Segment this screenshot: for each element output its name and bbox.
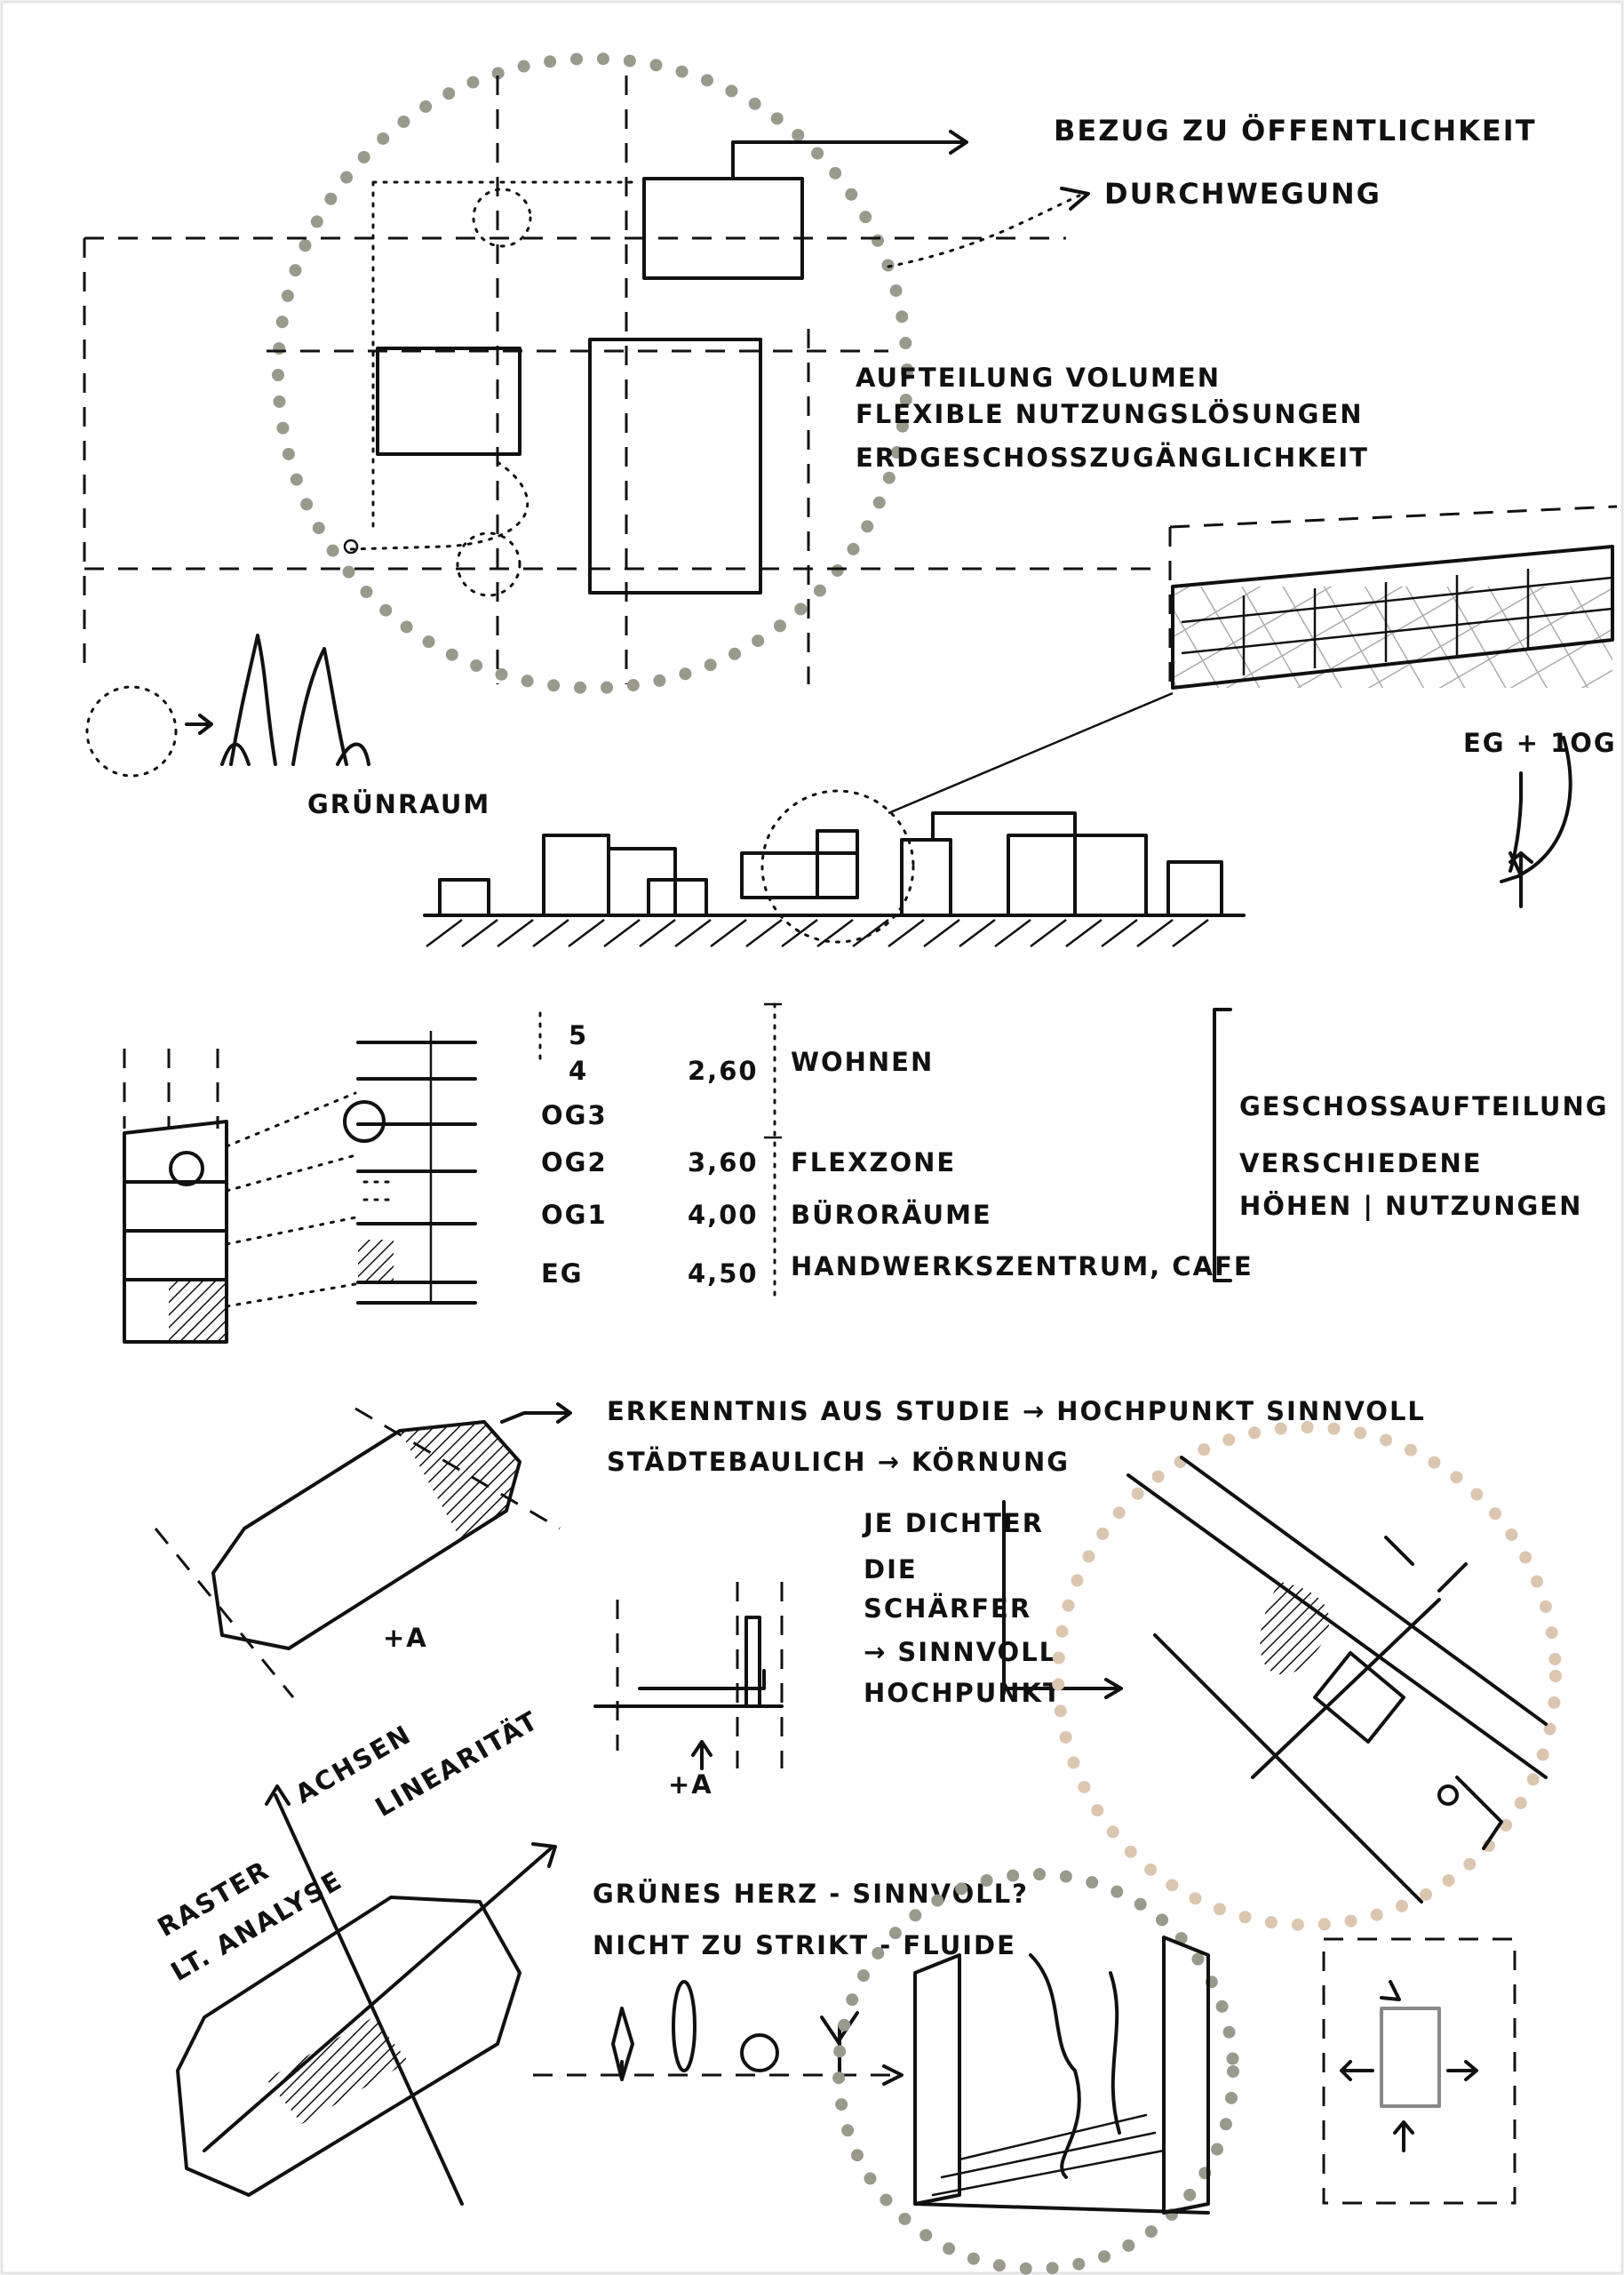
- svg-text:2,60: 2,60: [688, 1056, 759, 1086]
- conifer-tree-icon: [611, 2007, 634, 2081]
- note-1: AUFTEILUNG VOLUMEN: [856, 363, 1221, 393]
- facade-perspective: [1168, 505, 1618, 690]
- svg-text:4: 4: [569, 1056, 588, 1086]
- floor-row: 5: [569, 1020, 588, 1050]
- svg-text:4,50: 4,50: [688, 1258, 759, 1289]
- svg-text:WOHNEN: WOHNEN: [791, 1047, 934, 1077]
- study-line-2: STÄDTEBAULICH → KÖRNUNG: [607, 1447, 1070, 1477]
- svg-text:5: 5: [569, 1020, 588, 1050]
- skyline-section: [423, 691, 1533, 947]
- svg-text:OG3: OG3: [541, 1100, 608, 1130]
- green-line-2: NICHT ZU STRIKT - FLUIDE: [593, 1930, 1016, 1960]
- summary-1: GESCHOSSAUFTEILUNG: [1239, 1091, 1609, 1122]
- svg-text:4,00: 4,00: [688, 1200, 759, 1230]
- volume-left: [376, 347, 521, 456]
- label-eg-1og: EG + 1OG: [1463, 728, 1617, 758]
- svg-text:3,60: 3,60: [688, 1147, 759, 1177]
- floor-row: OG2 3,60 FLEXZONE: [541, 1147, 956, 1177]
- svg-text:FLEXZONE: FLEXZONE: [791, 1147, 956, 1177]
- hochpunkt-volume: [154, 1402, 572, 1698]
- context-plan: [1126, 1456, 1548, 1904]
- density-section: [593, 1582, 784, 1770]
- floor-row: OG3: [541, 1100, 608, 1130]
- note-3: ERDGESCHOSSZUGÄNGLICHKEIT: [856, 443, 1369, 473]
- svg-text:OG2: OG2: [541, 1147, 608, 1177]
- density-1: JE DICHTER: [862, 1508, 1044, 1538]
- arrow-icon: [185, 714, 213, 735]
- density-5: HOCHPUNKT: [864, 1678, 1063, 1708]
- svg-text:OG1: OG1: [541, 1200, 608, 1230]
- volume-small: [642, 177, 804, 280]
- access-plan: [1322, 1937, 1517, 2205]
- floor-row: 4 2,60 WOHNEN: [569, 1047, 934, 1086]
- label-plus-a-2: +A: [668, 1769, 713, 1800]
- arrow-icon: [731, 130, 968, 180]
- floor-row: EG 4,50 HANDWERKSZENTRUM, CAFE: [541, 1251, 1254, 1289]
- dense-area: [1260, 1582, 1330, 1675]
- note-bezug: BEZUG ZU ÖFFENTLICHKEIT: [1054, 114, 1537, 148]
- grid-plan: [176, 1784, 557, 2206]
- focus-circle-green: [832, 1868, 1239, 2275]
- arrow-icon: [882, 2064, 904, 2086]
- green-line-1: GRÜNES HERZ - SINNVOLL?: [593, 1879, 1029, 1909]
- note-2: FLEXIBLE NUTZUNGSLÖSUNGEN: [856, 399, 1364, 429]
- density-2: DIE: [864, 1554, 918, 1585]
- floor-table: 5 4 2,60 WOHNEN OG3 OG2 3,60 FLEXZONE OG…: [538, 1002, 1254, 1299]
- summary-3: HÖHEN | NUTZUNGEN: [1239, 1191, 1582, 1221]
- summary-2: VERSCHIEDENE: [1239, 1148, 1483, 1178]
- density-4: → SINNVOLL: [864, 1637, 1057, 1667]
- note-durchwegung: DURCHWEGUNG: [1104, 177, 1381, 211]
- tree-icons: [611, 1980, 859, 2081]
- label-gruenraum: GRÜNRAUM: [307, 789, 490, 819]
- focus-circle-site: [272, 52, 913, 694]
- floor-row: OG1 4,00 BÜRORÄUME: [541, 1200, 992, 1230]
- bracket: [1213, 1008, 1232, 1282]
- study-line-1: ERKENNTNIS AUS STUDIE → HOCHPUNKT SINNVO…: [607, 1396, 1426, 1426]
- courtyard-perspective: [913, 1936, 1210, 2215]
- tower-section: [123, 1049, 357, 1344]
- svg-text:EG: EG: [541, 1258, 584, 1289]
- green-circle: [85, 685, 178, 778]
- svg-text:HANDWERKSZENTRUM, CAFE: HANDWERKSZENTRUM, CAFE: [791, 1251, 1254, 1281]
- svg-text:BÜRORÄUME: BÜRORÄUME: [791, 1200, 992, 1230]
- floor-stack: [343, 1031, 477, 1305]
- volume-main: [588, 338, 762, 595]
- site-plan: [83, 76, 1155, 684]
- focus-circle-context: [1052, 1421, 1562, 1931]
- label-plus-a: +A: [383, 1623, 428, 1653]
- density-3: SCHÄRFER: [864, 1593, 1031, 1624]
- arrow-icon: [1060, 187, 1090, 211]
- round-tree-icon: [740, 2033, 779, 2072]
- shrub-drawing: [220, 634, 370, 766]
- poplar-tree-icon: [672, 1980, 697, 2072]
